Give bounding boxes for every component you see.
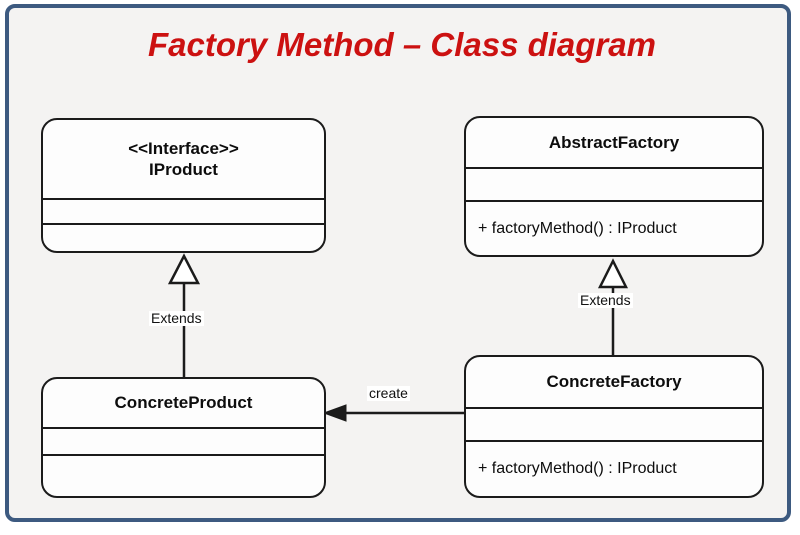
class-attributes-iproduct bbox=[43, 200, 324, 223]
class-title-concretefactory: ConcreteFactory bbox=[546, 372, 682, 392]
class-name-iproduct: <<Interface>> IProduct bbox=[43, 120, 324, 198]
class-attributes-abstractfactory bbox=[466, 169, 762, 200]
class-stereotype-iproduct: <<Interface>> bbox=[128, 138, 239, 158]
class-title-abstractfactory: AbstractFactory bbox=[548, 132, 680, 152]
class-attributes-concreteproduct bbox=[43, 429, 324, 454]
class-name-abstractfactory: AbstractFactory bbox=[466, 118, 762, 167]
compartment-divider bbox=[466, 167, 762, 169]
class-operations-concretefactory: + factoryMethod() : IProduct bbox=[478, 460, 677, 477]
class-name-concreteproduct: ConcreteProduct bbox=[43, 379, 324, 427]
edge-label-extends-factory: Extends bbox=[578, 292, 633, 309]
class-box-abstractfactory[interactable]: AbstractFactory + factoryMethod() : IPro… bbox=[464, 116, 764, 257]
generalization-concretefactory-abstractfactory bbox=[597, 258, 629, 356]
class-operations-iproduct bbox=[43, 225, 324, 251]
edge-label-create: create bbox=[367, 385, 410, 402]
compartment-divider bbox=[43, 427, 324, 429]
dependency-create bbox=[322, 404, 464, 422]
compartment-divider bbox=[43, 198, 324, 200]
compartment-divider bbox=[466, 407, 762, 409]
class-box-concreteproduct[interactable]: ConcreteProduct bbox=[41, 377, 326, 498]
class-attributes-concretefactory bbox=[466, 409, 762, 440]
class-name-concretefactory: ConcreteFactory bbox=[466, 357, 762, 407]
class-title-concreteproduct: ConcreteProduct bbox=[114, 393, 253, 413]
diagram-frame: Factory Method – Class diagram <<Interfa… bbox=[5, 4, 791, 522]
compartment-divider bbox=[466, 440, 762, 442]
class-box-concretefactory[interactable]: ConcreteFactory + factoryMethod() : IPro… bbox=[464, 355, 764, 498]
compartment-divider bbox=[43, 454, 324, 456]
edge-label-extends-product: Extends bbox=[149, 310, 204, 327]
class-operations-abstractfactory: + factoryMethod() : IProduct bbox=[478, 219, 677, 237]
compartment-divider bbox=[466, 200, 762, 202]
class-box-iproduct[interactable]: <<Interface>> IProduct bbox=[41, 118, 326, 253]
compartment-divider bbox=[43, 223, 324, 225]
class-title-iproduct: IProduct bbox=[149, 160, 218, 179]
class-operations-concreteproduct bbox=[43, 456, 324, 496]
page-title: Factory Method – Class diagram bbox=[148, 26, 656, 63]
